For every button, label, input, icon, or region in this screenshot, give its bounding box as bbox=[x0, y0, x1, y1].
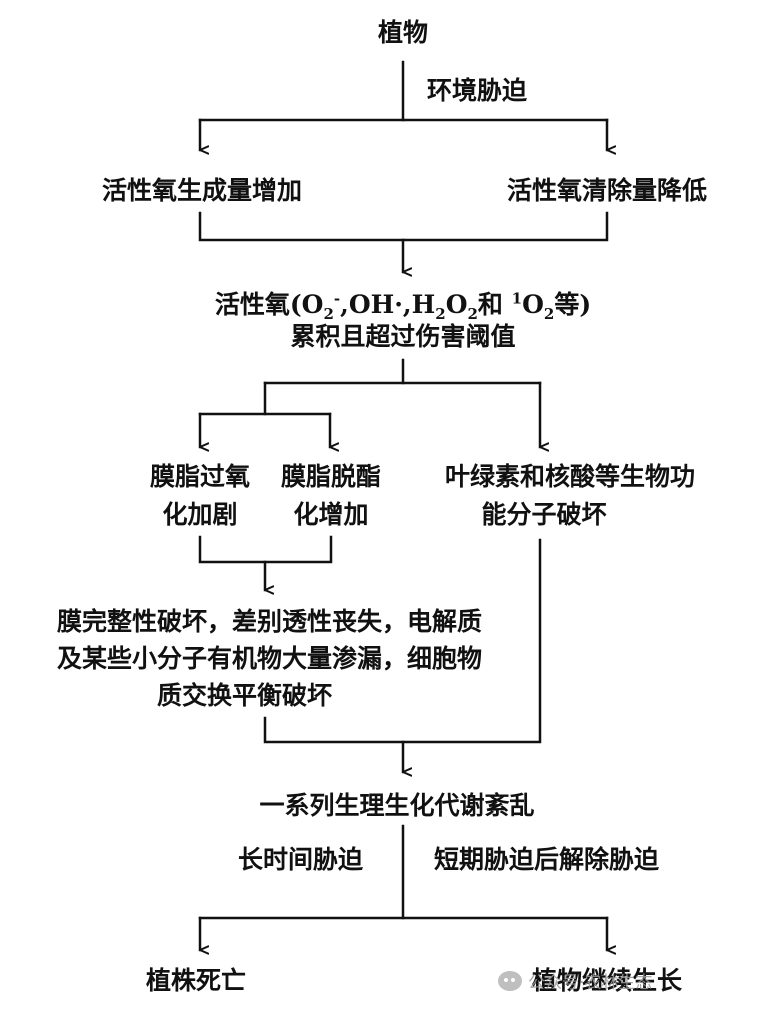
ros-sub-2: 2 bbox=[435, 305, 446, 323]
ros-text-4: 和 bbox=[477, 290, 503, 319]
node-molecule-line1: 叶绿素和核酸等生物功 bbox=[444, 462, 696, 491]
node-plant-grow: 植物继续生长 bbox=[531, 966, 683, 995]
ros-sup-1: 1 bbox=[511, 289, 523, 308]
watermark: 公众号·农林生态 bbox=[498, 968, 652, 993]
ros-sub-3: 2 bbox=[467, 305, 478, 323]
ros-text-5: O bbox=[522, 290, 544, 319]
ros-text-6: 等) bbox=[554, 290, 592, 319]
connector-merge-1 bbox=[198, 211, 609, 242]
label-short-stress: 短期胁迫后解除胁迫 bbox=[434, 845, 660, 874]
connector-merge-2 bbox=[263, 538, 542, 744]
node-metabolism: 一系列生理生化代谢紊乱 bbox=[259, 791, 535, 820]
ros-sub-4: 2 bbox=[543, 305, 555, 323]
watermark-text: 公众号·农林生态 bbox=[528, 973, 653, 993]
node-membrane-line1: 膜完整性破坏，差别透性丧失，电解质 bbox=[57, 607, 483, 636]
connector-merge-lipid bbox=[198, 535, 333, 564]
ros-text-3: O bbox=[445, 290, 468, 319]
node-ros-accum-line1: 活性氧(O2-,OH·,H2O2和 1O2等) bbox=[214, 289, 592, 323]
ros-text-2: ,OH·,H bbox=[340, 290, 436, 319]
wechat-icon bbox=[498, 970, 522, 991]
node-ros-accum-line2: 累积且超过伤害阈值 bbox=[290, 322, 516, 351]
node-ros-clear-down: 活性氧清除量降低 bbox=[506, 176, 708, 205]
node-membrane-line3: 质交换平衡破坏 bbox=[157, 681, 333, 710]
node-lipid-deest-line2: 化增加 bbox=[293, 500, 369, 529]
node-lipid-perox-line2: 化加剧 bbox=[162, 500, 238, 529]
ros-sub-1: 2 bbox=[323, 305, 334, 323]
label-env-stress: 环境胁迫 bbox=[427, 76, 528, 105]
node-membrane-line2: 及某些小分子有机物大量渗漏，细胞物 bbox=[57, 644, 483, 673]
node-molecule-line2: 能分子破坏 bbox=[481, 500, 607, 529]
node-lipid-perox-line1: 膜脂过氧 bbox=[149, 462, 251, 491]
node-lipid-deest-line1: 膜脂脱酯 bbox=[280, 462, 382, 491]
ros-text-1: 活性氧(O bbox=[214, 290, 324, 319]
ros-sup-minus: - bbox=[333, 289, 341, 308]
node-plant-death: 植株死亡 bbox=[145, 966, 247, 995]
label-long-stress: 长时间胁迫 bbox=[238, 845, 364, 874]
node-ros-gen-up: 活性氧生成量增加 bbox=[101, 176, 303, 205]
node-plant: 植物 bbox=[377, 18, 429, 47]
